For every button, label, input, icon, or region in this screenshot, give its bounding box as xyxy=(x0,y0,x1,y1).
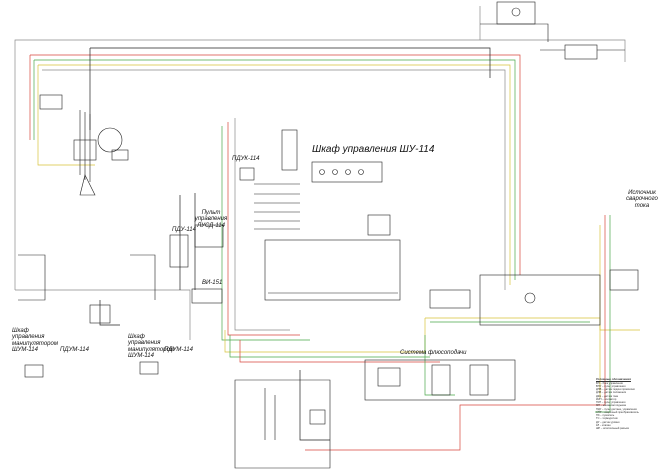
cable-grey-1 xyxy=(42,69,506,290)
bottom-box xyxy=(309,409,326,425)
cable-grey-2 xyxy=(234,118,290,331)
pduk-label: ПДУК-114 xyxy=(232,156,260,162)
legend-item: МП – механизм подъема xyxy=(596,404,626,408)
top-unit-box xyxy=(496,1,536,25)
head-upper-box xyxy=(39,94,63,110)
legend-item: ПДУ – пульт дистанц. управления xyxy=(596,407,637,411)
terminal-box xyxy=(264,239,401,301)
vi-label: ВИ-151 xyxy=(202,280,223,286)
power-fan xyxy=(524,292,536,304)
cable-red-1 xyxy=(30,54,521,275)
top-unit-motor xyxy=(511,7,521,17)
right-mini-box xyxy=(367,214,391,236)
cable-yellow-1 xyxy=(38,64,511,285)
top-right-cable xyxy=(480,39,626,62)
torch-nozzle xyxy=(79,174,96,196)
shu-button-4 xyxy=(358,169,364,175)
manip-mid-label: Шкаф управления манипулятором ШУМ-114 xyxy=(128,334,174,359)
legend-item: ПУЛ – пульт управления xyxy=(596,401,626,405)
flux-system-frame xyxy=(364,359,516,401)
flux-control-box xyxy=(377,367,401,387)
cable-green-loop xyxy=(229,335,430,358)
vi-box xyxy=(191,288,223,304)
bottom-assembly-frame xyxy=(234,379,331,469)
flux-tank-2 xyxy=(469,364,489,396)
flux-system-label: Система флюсоподачи xyxy=(400,350,467,356)
legend-item: СПР – сварочный преобразователь xyxy=(596,410,639,414)
pdu-box xyxy=(169,234,189,268)
legend-item: КМП – контактор xyxy=(596,397,617,401)
legend-item: ВПУ – пульт управления xyxy=(596,384,626,388)
small-panel-left xyxy=(89,304,111,324)
head-column xyxy=(79,110,91,182)
manip-left-outline xyxy=(18,254,46,301)
cable-black-left xyxy=(99,300,120,326)
cable-yellow-short xyxy=(37,140,95,166)
cable-grey-left xyxy=(15,289,191,340)
cable-red-down xyxy=(305,215,606,451)
top-right-block xyxy=(564,44,598,60)
pdum-left-label: ПДУМ-114 xyxy=(60,347,89,353)
bottom-column xyxy=(264,388,276,440)
cable-yellow-right xyxy=(425,317,640,331)
manip-left-label: Шкаф управления манипулятором ШУМ-114 xyxy=(12,328,58,353)
cable-black-1 xyxy=(90,47,491,78)
manip-mid-outline xyxy=(130,254,156,300)
legend-title: Условные обозначения xyxy=(596,377,631,381)
legend-item: ВП – блок управления xyxy=(596,381,623,385)
lusd-panel-box xyxy=(194,224,224,248)
legend-item: КЛ – клапан xyxy=(596,423,611,427)
wire-reel xyxy=(97,127,123,153)
top-cable-grey xyxy=(14,6,481,290)
head-side-box xyxy=(111,149,129,161)
shu-upper-module xyxy=(281,129,298,171)
cable-green-2 xyxy=(221,126,310,341)
shu-button-2 xyxy=(332,169,338,175)
shu-button-3 xyxy=(345,169,351,175)
pdum-mid-label: ПДУМ-114 xyxy=(164,347,193,353)
flux-tank-1 xyxy=(431,364,451,396)
pdum-mid-box xyxy=(139,361,159,375)
top-unit-frame xyxy=(480,23,549,42)
lusd-panel-label: Пульт управления ЛУСД-114 xyxy=(194,210,228,229)
power-right-module xyxy=(609,269,639,291)
shu-button-1 xyxy=(319,169,325,175)
legend-item: ШР – штепсельный разъем xyxy=(596,427,629,431)
power-left-module xyxy=(429,289,471,309)
shu-button-panel xyxy=(311,161,383,183)
cable-black-bottom xyxy=(299,370,330,441)
legend-item: ТС – термодатчик xyxy=(596,417,618,421)
pduk-box xyxy=(239,167,255,181)
legend-item: ДПВ – датчик подачи проволоки xyxy=(596,388,635,392)
legend-item: ДУ – датчик уровня xyxy=(596,420,620,424)
cable-red-2 xyxy=(227,122,300,336)
legend: Условные обозначения ВП – блок управлени… xyxy=(596,377,666,431)
shu-cabinet-label: Шкаф управления ШУ-114 xyxy=(312,144,435,155)
pdum-left-box xyxy=(24,364,44,378)
cable-green-1 xyxy=(34,59,516,280)
cable-red-loop xyxy=(239,340,440,363)
legend-item: ДКН – датчик тока xyxy=(596,394,619,398)
head-drive xyxy=(73,139,97,161)
pdu-label: ПДУ-114 xyxy=(172,227,196,233)
legend-item: ПЗ – пускатель xyxy=(596,414,615,418)
pduk-leads xyxy=(254,183,300,230)
legend-item: ДЛВ – датчик положения xyxy=(596,391,627,395)
power-source-label: Источник сварочного тока xyxy=(626,190,658,209)
power-source-box xyxy=(479,274,601,326)
